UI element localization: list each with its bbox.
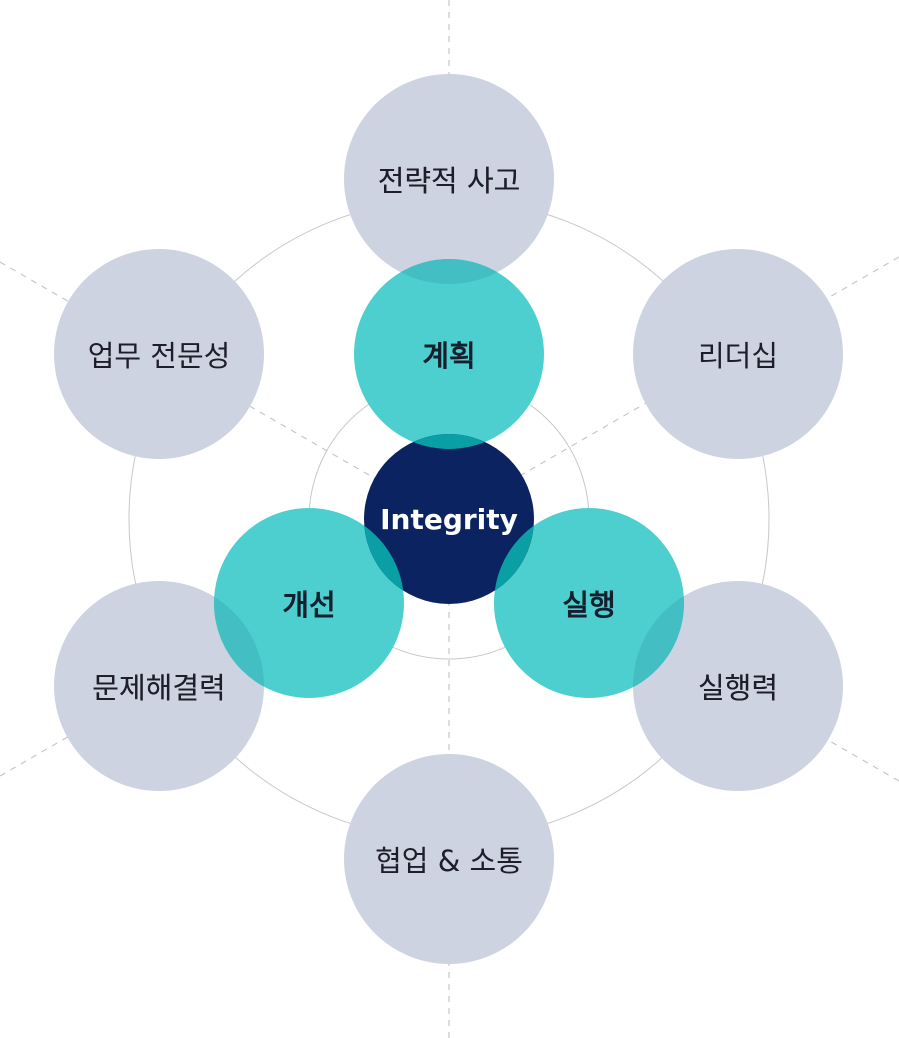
- outer-node-leadership: 리더십: [633, 249, 843, 459]
- inner-node-label: 계획: [422, 339, 476, 373]
- center-label: Integrity: [380, 502, 518, 536]
- outer-node-label: 실행력: [697, 671, 779, 705]
- outer-node-label: 문제해결력: [92, 671, 226, 705]
- outer-label-overlay: 문제해결력: [54, 581, 264, 791]
- inner-node-label: 실행: [562, 588, 616, 622]
- outer-node-label: 리더십: [697, 339, 779, 373]
- outer-node-expertise: 업무 전문성: [54, 249, 264, 459]
- center-node: [364, 434, 534, 604]
- outer-node-label: 전략적 사고: [377, 164, 521, 198]
- outer-node-label: 협업 & 소통: [375, 844, 523, 878]
- outer-label-overlay: 전략적 사고: [344, 74, 554, 284]
- outer-node-label: 업무 전문성: [87, 339, 231, 373]
- outer-label-overlay: 실행력: [633, 581, 843, 791]
- outer-node-strategy: 전략적 사고: [344, 74, 554, 284]
- overlap-center-plan: [364, 434, 534, 449]
- outer-node-label: 실행력: [697, 671, 779, 705]
- outer-node-collaboration: 협업 & 소통: [344, 754, 554, 964]
- center-label-box: Integrity: [364, 434, 534, 604]
- outer-node-label: 문제해결력: [92, 671, 226, 705]
- inner-node-label: 개선: [282, 588, 336, 622]
- inner-node-plan: 계획: [354, 259, 544, 449]
- outer-node-label: 전략적 사고: [377, 164, 521, 198]
